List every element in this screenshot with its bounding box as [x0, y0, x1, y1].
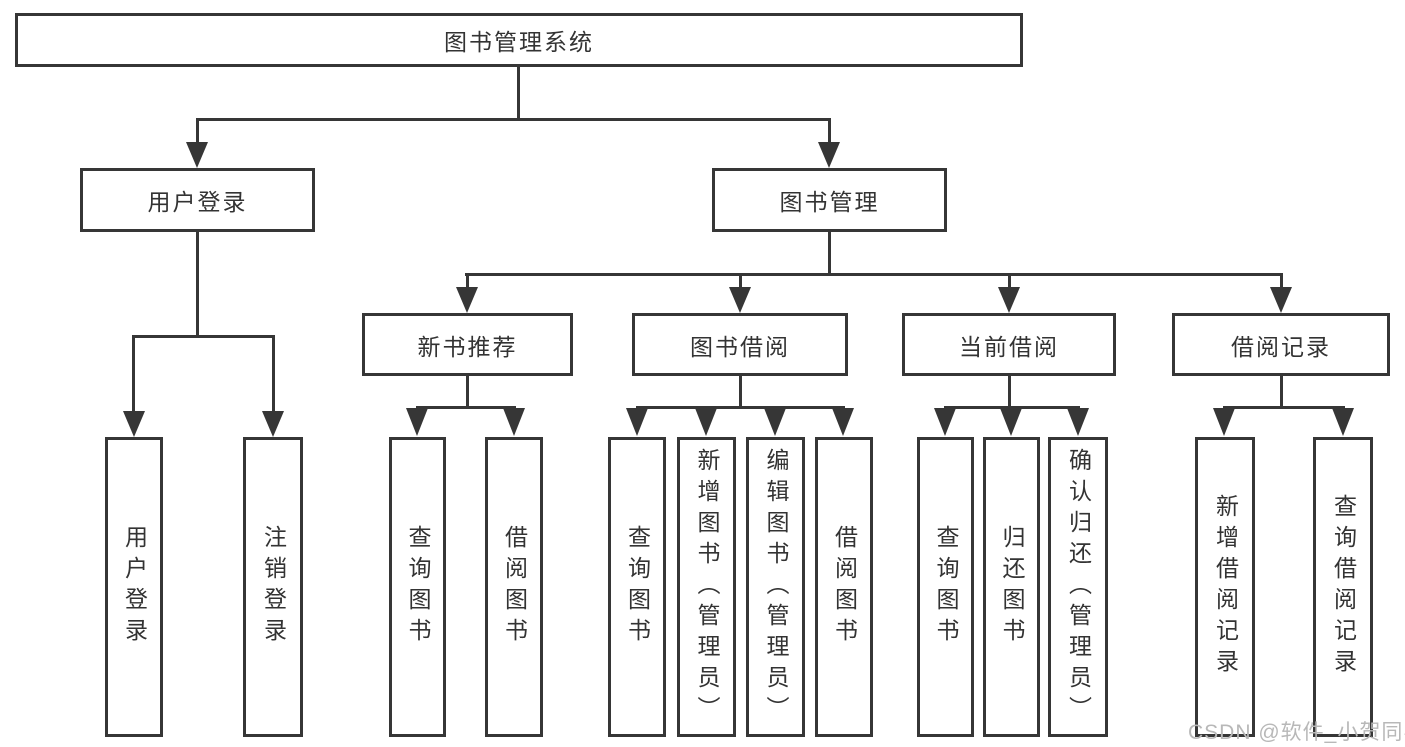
node-return-books: 归还图书 [983, 437, 1040, 737]
arrow-down-icon [456, 287, 478, 313]
connector-line [739, 375, 742, 408]
connector-line [739, 273, 742, 290]
arrow-down-icon [729, 287, 751, 313]
node-user-login: 用户登录 [80, 168, 315, 232]
connector-line [517, 66, 520, 120]
node-root: 图书管理系统 [15, 13, 1023, 67]
arrow-down-icon [186, 142, 208, 168]
connector-line [1008, 273, 1011, 290]
connector-line [1280, 273, 1283, 290]
connector-line [196, 118, 831, 121]
connector-line [466, 375, 469, 408]
node-query-books-current: 查询图书 [917, 437, 974, 737]
node-new-book-recommendation: 新书推荐 [362, 313, 573, 376]
connector-line [132, 335, 135, 413]
arrow-down-icon [695, 408, 717, 436]
arrow-down-icon [1000, 408, 1022, 436]
node-add-books-admin: 新增图书（管理员） [677, 437, 736, 737]
arrow-down-icon [503, 408, 525, 436]
arrow-down-icon [626, 408, 648, 436]
arrow-down-icon [1270, 287, 1292, 313]
arrow-down-icon [1067, 408, 1089, 436]
connector-line [466, 273, 469, 290]
csdn-watermark: CSDN @软件_小贺同学 [1188, 721, 1405, 744]
node-borrow-books-recommend: 借阅图书 [485, 437, 543, 737]
arrow-down-icon [764, 408, 786, 436]
connector-line [1223, 406, 1345, 409]
node-user-login-leaf: 用户登录 [105, 437, 163, 737]
connector-line [1008, 375, 1011, 408]
arrow-down-icon [832, 408, 854, 436]
connector-line [416, 406, 516, 409]
arrow-down-icon [998, 287, 1020, 313]
node-query-borrow-record: 查询借阅记录 [1313, 437, 1373, 737]
node-confirm-return-admin: 确认归还（管理员） [1048, 437, 1108, 737]
node-add-borrow-record: 新增借阅记录 [1195, 437, 1255, 737]
arrow-down-icon [1213, 408, 1235, 436]
arrow-down-icon [262, 411, 284, 437]
node-book-management: 图书管理 [712, 168, 947, 232]
connector-line [196, 231, 199, 337]
node-edit-books-admin: 编辑图书（管理员） [746, 437, 805, 737]
connector-line [636, 406, 845, 409]
connector-line [828, 118, 831, 146]
arrow-down-icon [123, 411, 145, 437]
arrow-down-icon [406, 408, 428, 436]
connector-line [465, 273, 1283, 276]
connector-line [196, 118, 199, 146]
connector-line [944, 406, 1080, 409]
arrow-down-icon [934, 408, 956, 436]
node-borrow-books-leaf: 借阅图书 [815, 437, 873, 737]
arrow-down-icon [818, 142, 840, 168]
arrow-down-icon [1332, 408, 1354, 436]
node-borrowing-records: 借阅记录 [1172, 313, 1390, 376]
node-current-borrowing: 当前借阅 [902, 313, 1116, 376]
node-query-books-borrowing: 查询图书 [608, 437, 666, 737]
connector-line [272, 335, 275, 413]
node-book-borrowing: 图书借阅 [632, 313, 848, 376]
node-logout: 注销登录 [243, 437, 303, 737]
node-query-books-recommend: 查询图书 [389, 437, 446, 737]
connector-line [1280, 375, 1283, 408]
connector-line [828, 231, 831, 275]
connector-line [132, 335, 275, 338]
